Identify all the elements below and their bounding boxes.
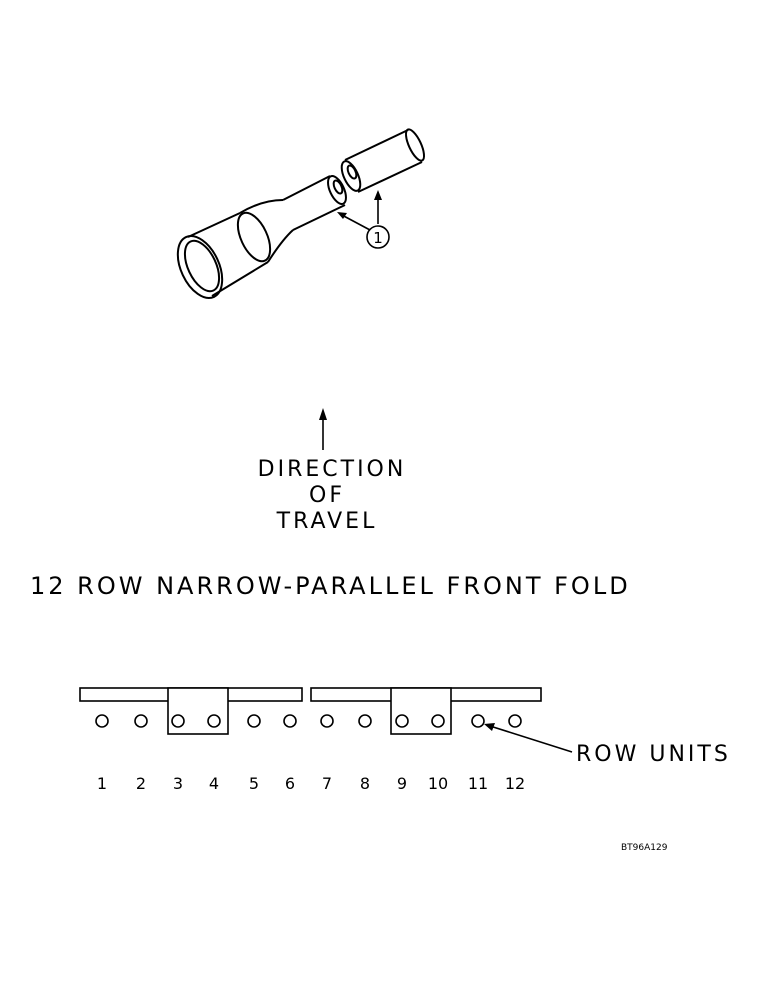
left-tube xyxy=(282,175,346,231)
toolbar-frame xyxy=(79,687,542,735)
row-number-4: 4 xyxy=(209,774,219,793)
row-number-9: 9 xyxy=(397,774,407,793)
row-number-3: 3 xyxy=(173,774,183,793)
callout-circle xyxy=(366,225,390,249)
row-units-label: ROW UNITS xyxy=(576,742,731,767)
row-unit-1 xyxy=(95,714,109,728)
taper-cone xyxy=(239,199,294,263)
left-tube-hole xyxy=(332,179,344,195)
row-number-8: 8 xyxy=(360,774,370,793)
right-tube-end xyxy=(404,128,426,162)
row-number-7: 7 xyxy=(322,774,332,793)
cone-ring xyxy=(236,211,272,263)
row-unit-3 xyxy=(171,714,185,728)
callout-arrowhead-1 xyxy=(337,212,347,219)
direction-line-3: TRAVEL xyxy=(276,509,378,534)
callout-number: 1 xyxy=(373,229,383,247)
callout-leaders xyxy=(339,196,379,231)
row-unit-5 xyxy=(247,714,261,728)
row-number-10: 10 xyxy=(428,774,448,793)
callout-arrowhead-2 xyxy=(374,190,382,200)
shaft-illustration xyxy=(176,128,426,299)
row-unit-4 xyxy=(207,714,221,728)
row-number-6: 6 xyxy=(285,774,295,793)
right-tube-hole xyxy=(346,164,358,180)
direction-arrow xyxy=(319,408,327,450)
right-tube-opening xyxy=(340,160,362,192)
direction-line-1: DIRECTION xyxy=(258,457,407,482)
row-number-12: 12 xyxy=(505,774,525,793)
large-pipe xyxy=(187,212,269,297)
row-unit-10 xyxy=(431,714,445,728)
direction-line-2: OF xyxy=(309,483,345,508)
row-unit-7 xyxy=(320,714,334,728)
figure-code: BT96A129 xyxy=(621,843,668,853)
row-unit-9 xyxy=(395,714,409,728)
row-unit-8 xyxy=(358,714,372,728)
row-units-group xyxy=(95,714,522,728)
row-units-leader xyxy=(484,723,573,753)
diagram-title: 12 ROW NARROW-PARALLEL FRONT FOLD xyxy=(30,572,631,600)
row-number-5: 5 xyxy=(249,774,259,793)
row-number-1: 1 xyxy=(97,774,107,793)
row-unit-12 xyxy=(508,714,522,728)
row-unit-11 xyxy=(471,714,485,728)
row-number-2: 2 xyxy=(136,774,146,793)
large-pipe-end-outer xyxy=(176,235,224,299)
row-number-11: 11 xyxy=(468,774,488,793)
left-tube-opening xyxy=(327,175,347,205)
row-unit-2 xyxy=(134,714,148,728)
right-tube xyxy=(344,129,423,193)
row-unit-6 xyxy=(283,714,297,728)
large-pipe-end-inner xyxy=(183,239,221,293)
